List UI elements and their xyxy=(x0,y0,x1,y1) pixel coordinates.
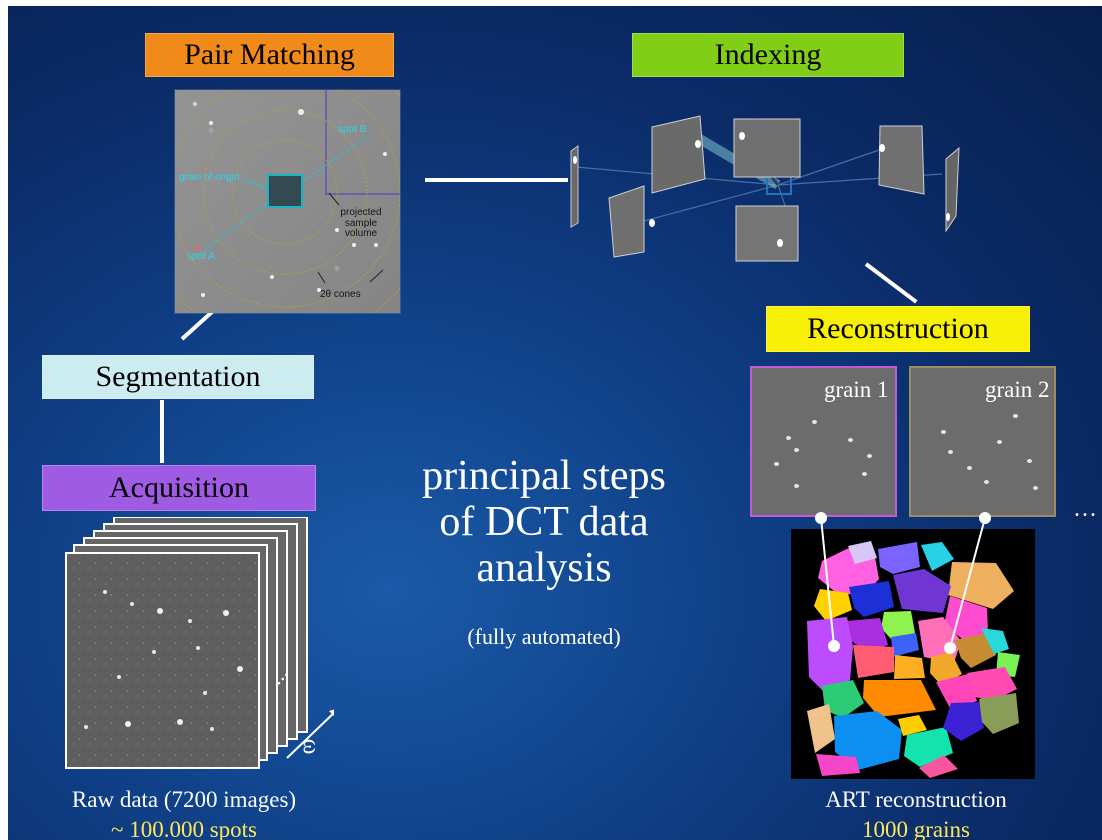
diagram-title: principal steps of DCT data analysis xyxy=(384,453,704,591)
grain-of-origin-box xyxy=(267,174,303,208)
grain-2-panel xyxy=(909,366,1056,517)
pair-matching-geometry xyxy=(175,90,400,313)
grains-count-caption: 1000 grains xyxy=(862,817,970,840)
title-line-1: principal steps xyxy=(422,453,666,499)
grain-1-spot xyxy=(862,472,867,476)
grain-2-label: grain 2 xyxy=(985,377,1050,402)
spots-count-caption: ~ 100.000 spots xyxy=(111,817,257,840)
pair-matching-to-indexing-connector xyxy=(425,178,568,182)
grain-2-spot xyxy=(997,440,1002,444)
grain-1-spot xyxy=(774,462,779,466)
acquisition-label: Acquisition xyxy=(42,465,316,511)
grain-1-spot xyxy=(786,436,791,440)
grain-correspondence-lines xyxy=(815,512,991,654)
title-line-3: analysis xyxy=(476,545,612,591)
grain-1-panel xyxy=(750,366,897,517)
grain-1-spot xyxy=(848,438,853,442)
spot-b-label: spot B xyxy=(338,124,367,135)
segmentation-to-acquisition-connector xyxy=(160,400,164,463)
title-line-2: of DCT data xyxy=(439,499,649,545)
segmentation-label: Segmentation xyxy=(42,355,314,399)
grain-2-spot xyxy=(1033,486,1038,490)
grain-2-spot xyxy=(948,450,953,454)
art-reconstruction-caption: ART reconstruction xyxy=(825,787,1007,812)
grain-2-spot xyxy=(984,480,989,484)
grain-1-spot xyxy=(812,420,817,424)
grain-1-spot xyxy=(794,448,799,452)
spot-a-label: spot A xyxy=(187,251,215,262)
reconstruction-label: Reconstruction xyxy=(766,306,1030,352)
grain-of-origin-label: grain of origin xyxy=(179,172,240,183)
diagram-subtitle: (fully automated) xyxy=(467,624,621,649)
grain-2-spot xyxy=(1013,414,1018,418)
omega-label: ω xyxy=(297,738,324,755)
grain-2-spot xyxy=(967,466,972,470)
grain-1-label: grain 1 xyxy=(824,377,889,402)
grain-2-spot xyxy=(1027,459,1032,463)
grain-1-spot xyxy=(794,484,799,488)
raw-data-image-stack xyxy=(65,517,334,769)
cones-label: 2θ cones xyxy=(320,289,361,300)
indexing-geometry xyxy=(570,115,960,262)
more-grains-ellipsis: ... xyxy=(1074,496,1098,522)
pair-matching-label: Pair Matching xyxy=(145,33,394,77)
indexing-label: Indexing xyxy=(632,33,904,77)
art-reconstruction-map xyxy=(791,529,1035,779)
grain-2-spot xyxy=(941,430,946,434)
raw-data-caption: Raw data (7200 images) xyxy=(71,787,297,812)
dct-analysis-slide: Pair Matching Indexing Reconstruction Se… xyxy=(8,6,1102,840)
projected-sample-volume-label: projected sample volume xyxy=(340,207,382,239)
grain-1-spot xyxy=(867,454,872,458)
pair-matching-image: spot B grain of origin spot A projected … xyxy=(175,90,400,313)
